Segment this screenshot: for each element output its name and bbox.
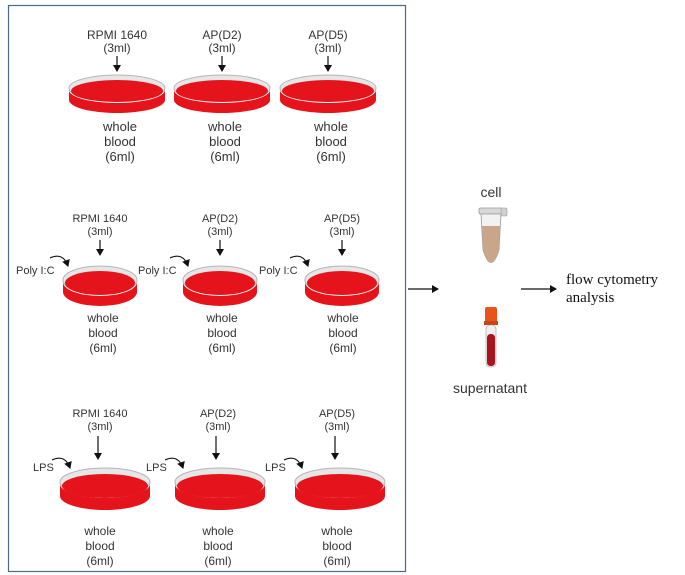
curved-arrow [51, 457, 72, 469]
blood-fill [305, 282, 379, 306]
dish-row2-rpmi: RPMI 1640 (3ml) Poly I:C whole blood (6m… [16, 213, 138, 355]
blood-fill [63, 282, 137, 306]
blood-surface [177, 474, 263, 498]
blood-label-1: whole [207, 119, 242, 134]
dish-row1-ap-d5: AP(D5) (3ml) whole blood (6ml) [279, 28, 377, 164]
blood-fill [60, 484, 150, 510]
blood-surface [71, 80, 163, 102]
dish-row2-ap-d2: AP(D2) (3ml) Poly I:C whole blood (6ml) [138, 213, 258, 355]
volume-label: (3ml) [324, 421, 349, 433]
blood-label-2: blood [104, 134, 136, 149]
blood-label-1: whole [313, 119, 348, 134]
blood-label-2: blood [315, 134, 347, 149]
protocol-frame [7, 4, 407, 573]
blood-label-3: (6ml) [329, 341, 356, 355]
blood-surface [282, 80, 374, 102]
row-2: RPMI 1640 (3ml) Poly I:C whole blood (6m… [16, 213, 380, 355]
blood-fill [295, 484, 385, 510]
supernatant-label: supernatant [453, 380, 527, 396]
volume-label: (3ml) [87, 421, 112, 433]
volume-label: (3ml) [103, 41, 130, 55]
dish-row2-ap-d5: AP(D5) (3ml) Poly I:C whole blood (6ml) [259, 213, 380, 355]
curved-arrow [169, 255, 190, 267]
stimulant-label: LPS [265, 462, 286, 474]
blood-surface [62, 474, 148, 498]
blood-surface [65, 271, 135, 295]
blood-fill [183, 282, 257, 306]
blood-label-2: blood [328, 326, 357, 340]
blood-fill [175, 484, 265, 510]
blood-label-2: blood [88, 326, 117, 340]
blood-surface [176, 80, 268, 102]
dish-row1-ap-d2: AP(D2) (3ml) whole blood (6ml) [173, 28, 271, 164]
volume-label: (3ml) [329, 226, 354, 238]
dish-row3-rpmi: RPMI 1640 (3ml) LPS whole blood (6ml) [33, 408, 151, 568]
blood-label-1: whole [86, 311, 119, 325]
volume-label: (3ml) [207, 226, 232, 238]
blood-label-3: (6ml) [316, 149, 346, 164]
treatment-label: RPMI 1640 [72, 408, 127, 420]
blood-label-1: whole [205, 311, 238, 325]
blood-label-3: (6ml) [323, 554, 350, 568]
blood-fill [69, 90, 165, 113]
blood-label-3: (6ml) [86, 554, 113, 568]
row-3: RPMI 1640 (3ml) LPS whole blood (6ml) AP… [33, 408, 386, 568]
blood-label-2: blood [322, 539, 351, 553]
blood-label-3: (6ml) [89, 341, 116, 355]
blood-label-1: whole [83, 524, 116, 538]
stimulant-label: Poly I:C [138, 265, 177, 277]
blood-surface [297, 474, 383, 498]
volume-label: (3ml) [208, 41, 235, 55]
volume-label: (3ml) [87, 226, 112, 238]
blood-fill [174, 90, 270, 113]
blood-label-2: blood [85, 539, 114, 553]
treatment-label: AP(D2) [200, 408, 236, 420]
treatment-label: AP(D5) [319, 408, 355, 420]
blood-label-3: (6ml) [208, 341, 235, 355]
dish-row3-ap-d2: AP(D2) (3ml) LPS whole blood (6ml) [146, 408, 266, 568]
curved-arrow [164, 457, 185, 469]
analysis-label-line1: flow cytometry [566, 272, 659, 288]
analysis-label-line2: analysis [566, 290, 614, 306]
treatment-label: RPMI 1640 [87, 28, 147, 42]
row-1: RPMI 1640 (3ml) whole blood (6ml) AP(D2)… [68, 28, 377, 164]
blood-surface [185, 271, 255, 295]
stimulant-label: Poly I:C [259, 265, 298, 277]
curved-arrow [49, 255, 70, 267]
blood-label-2: blood [203, 539, 232, 553]
blood-label-3: (6ml) [210, 149, 240, 164]
cell-tube-icon: cell [478, 184, 508, 263]
treatment-label: AP(D2) [202, 28, 241, 42]
blood-label-1: whole [320, 524, 353, 538]
treatment-label: AP(D2) [202, 213, 238, 225]
blood-label-3: (6ml) [105, 149, 135, 164]
blood-label-1: whole [326, 311, 359, 325]
dish-row3-ap-d5: AP(D5) (3ml) LPS whole blood (6ml) [265, 408, 386, 568]
treatment-label: AP(D5) [324, 213, 360, 225]
treatment-label: AP(D5) [308, 28, 347, 42]
stimulant-label: LPS [146, 462, 167, 474]
curved-arrow [283, 457, 304, 469]
dish-row1-rpmi: RPMI 1640 (3ml) whole blood (6ml) [68, 28, 166, 164]
treatment-label: RPMI 1640 [72, 213, 127, 225]
stimulant-label: Poly I:C [16, 265, 55, 277]
curved-arrow [289, 255, 310, 267]
volume-label: (3ml) [205, 421, 230, 433]
blood-label-1: whole [102, 119, 137, 134]
blood-label-1: whole [201, 524, 234, 538]
blood-label-3: (6ml) [204, 554, 231, 568]
blood-fill [280, 90, 376, 113]
volume-label: (3ml) [314, 41, 341, 55]
cell-label: cell [480, 184, 501, 200]
blood-surface [307, 271, 377, 295]
stimulant-label: LPS [33, 462, 54, 474]
supernatant-tube-icon: supernatant [453, 307, 527, 396]
blood-label-2: blood [209, 134, 241, 149]
blood-label-2: blood [207, 326, 236, 340]
